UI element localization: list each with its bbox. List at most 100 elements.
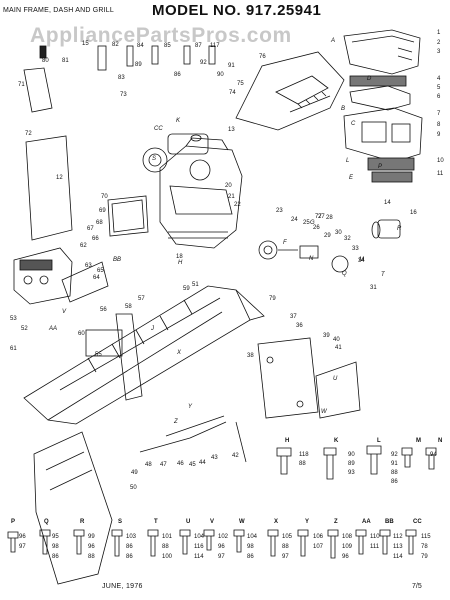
hardware-part-number: 88 <box>162 544 169 550</box>
callout-number: 77 <box>315 214 322 220</box>
hardware-part-number: 109 <box>342 544 353 550</box>
callout-number: 58 <box>125 304 132 310</box>
hardware-letter: BB <box>385 519 394 525</box>
callout-number: 86 <box>174 72 181 78</box>
callout-number: 85 <box>164 43 171 49</box>
watermark-text: AppliancePartsPros.com <box>30 24 292 47</box>
hardware-part-number: 99 <box>88 534 95 540</box>
letter-tag: B <box>341 106 345 112</box>
hardware-part-number: 93 <box>348 470 355 476</box>
hardware-part-number: 86 <box>391 479 398 485</box>
letter-tag: C <box>351 121 356 127</box>
callout-number: 24 <box>291 217 298 223</box>
callout-number: 33 <box>352 246 359 252</box>
callout-number: 48 <box>145 462 152 468</box>
callout-number: 42 <box>232 453 239 459</box>
hardware-letter: P <box>11 519 15 525</box>
hardware-letter: L <box>377 438 381 444</box>
callout-number: 45 <box>189 462 196 468</box>
letter-tag: E <box>349 175 354 181</box>
letter-tag: F <box>283 240 287 246</box>
callout-number: 64 <box>93 275 100 281</box>
callout-number: 49 <box>131 470 138 476</box>
footer-date: JUNE, 1976 <box>102 583 143 590</box>
hardware-part-number: 96 <box>88 544 95 550</box>
side-plate-right <box>257 337 361 419</box>
callout-number: 52 <box>21 326 28 332</box>
hardware-letter: CC <box>413 519 422 525</box>
callout-number: 10 <box>437 158 444 164</box>
hardware-part-number: 79 <box>421 554 428 560</box>
hardware-part-number: 108 <box>342 534 353 540</box>
dash-panel <box>13 247 109 305</box>
hardware-letter: N <box>438 438 442 444</box>
callout-number: 65 <box>97 268 104 274</box>
hardware-part-number: 88 <box>299 461 306 467</box>
hardware-part-number: 105 <box>282 534 293 540</box>
callout-number: 1 <box>437 30 441 36</box>
hardware-letter: H <box>285 438 289 444</box>
hardware-part-number: 88 <box>282 544 289 550</box>
main-frame <box>23 285 265 425</box>
callout-number: 56 <box>100 307 107 313</box>
hardware-part-number: 114 <box>194 554 204 560</box>
callout-number: 12 <box>56 175 63 181</box>
callout-number: 62 <box>80 243 87 249</box>
hardware-part-number: 111 <box>370 544 380 550</box>
hardware-letter: Q <box>44 519 49 525</box>
letter-tag: W <box>321 409 328 415</box>
callout-number: 71 <box>18 82 25 88</box>
hardware-part-number: 86 <box>247 554 254 560</box>
callout-number: 63 <box>85 263 92 269</box>
callout-number: 7 <box>437 111 441 117</box>
callout-number: 11 <box>437 171 444 177</box>
callout-number: 61 <box>10 346 17 352</box>
callout-number: 34 <box>358 258 365 264</box>
callout-number: 46 <box>177 461 184 467</box>
callout-number: 25 <box>303 220 310 226</box>
hardware-part-number: 88 <box>88 554 95 560</box>
model-number: MODEL NO. 917.25941 <box>152 2 322 19</box>
callout-number: 59 <box>183 286 190 292</box>
hardware-part-number: 104 <box>194 534 205 540</box>
letter-tag: J <box>150 326 155 332</box>
callout-number: 3 <box>437 49 441 55</box>
hardware-letter: R <box>80 519 85 525</box>
hardware-part-number: 106 <box>313 534 324 540</box>
fastener-column-top <box>39 45 216 71</box>
hardware-part-number: 98 <box>247 544 254 550</box>
callout-number: 83 <box>118 75 125 81</box>
callout-number: 43 <box>211 455 218 461</box>
callout-number: 6 <box>437 94 441 100</box>
muffler <box>371 219 401 239</box>
hardware-part-number: 97 <box>19 544 26 550</box>
letter-tag: Y <box>188 404 193 410</box>
callout-number: 29 <box>324 233 331 239</box>
callout-number: 22 <box>234 202 241 208</box>
section-title: MAIN FRAME, DASH AND GRILL <box>3 7 114 14</box>
callout-number: 21 <box>228 194 235 200</box>
callout-number: 5 <box>437 85 441 91</box>
letter-tag: V <box>62 309 67 315</box>
callout-number: 66 <box>92 236 99 242</box>
letter-tag: Z <box>173 419 178 425</box>
fuel-tank <box>167 133 209 155</box>
hardware-part-number: 92 <box>391 452 398 458</box>
callout-number: 60 <box>78 331 85 337</box>
callout-number: 8 <box>437 122 441 128</box>
callout-number: 53 <box>10 316 17 322</box>
callout-number: 84 <box>137 43 144 49</box>
callout-number: 70 <box>101 194 108 200</box>
letter-tag: BB <box>113 257 121 263</box>
hardware-part-number: 104 <box>247 534 258 540</box>
hardware-letter: W <box>239 519 245 525</box>
callout-number: 82 <box>112 42 119 48</box>
hardware-part-number: 86 <box>126 544 133 550</box>
callout-number: 28 <box>326 215 333 221</box>
callout-number: 51 <box>192 282 199 288</box>
callout-number: 55 <box>95 352 102 358</box>
hardware-part-number: 110 <box>370 534 380 540</box>
